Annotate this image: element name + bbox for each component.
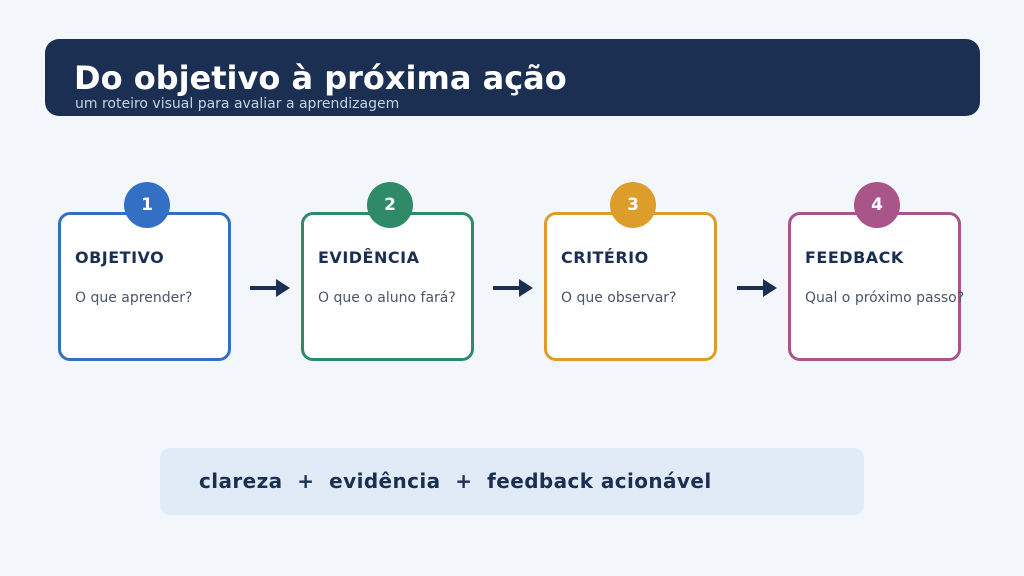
step-card-objetivo: OBJETIVO O que aprender?	[58, 212, 231, 361]
page-title: Do objetivo à próxima ação	[74, 59, 567, 97]
right-arrow-icon	[493, 279, 533, 297]
step-number-badge: 3	[610, 182, 656, 228]
step-title: FEEDBACK	[805, 248, 904, 267]
step-title: EVIDÊNCIA	[318, 248, 420, 267]
summary-text: clareza + evidência + feedback acionável	[199, 469, 712, 493]
right-arrow-icon	[737, 279, 777, 297]
header-banner: Do objetivo à próxima ação um roteiro vi…	[45, 39, 980, 116]
page-subtitle: um roteiro visual para avaliar a aprendi…	[75, 96, 400, 112]
step-description: Qual o próximo passo?	[805, 290, 965, 306]
step-title: CRITÉRIO	[561, 248, 649, 267]
step-number-badge: 2	[367, 182, 413, 228]
step-card-feedback: FEEDBACK Qual o próximo passo?	[788, 212, 965, 361]
step-title: OBJETIVO	[75, 248, 165, 267]
step-number-badge: 1	[124, 182, 170, 228]
step-description: O que o aluno fará?	[318, 290, 456, 306]
step-number-badge: 4	[854, 182, 900, 228]
step-description: O que aprender?	[75, 290, 193, 306]
summary-banner: clareza + evidência + feedback acionável	[160, 448, 864, 515]
right-arrow-icon	[250, 279, 290, 297]
step-card-criterio: CRITÉRIO O que observar?	[544, 212, 717, 361]
step-card-evidencia: EVIDÊNCIA O que o aluno fará?	[301, 212, 474, 361]
step-description: O que observar?	[561, 290, 677, 306]
